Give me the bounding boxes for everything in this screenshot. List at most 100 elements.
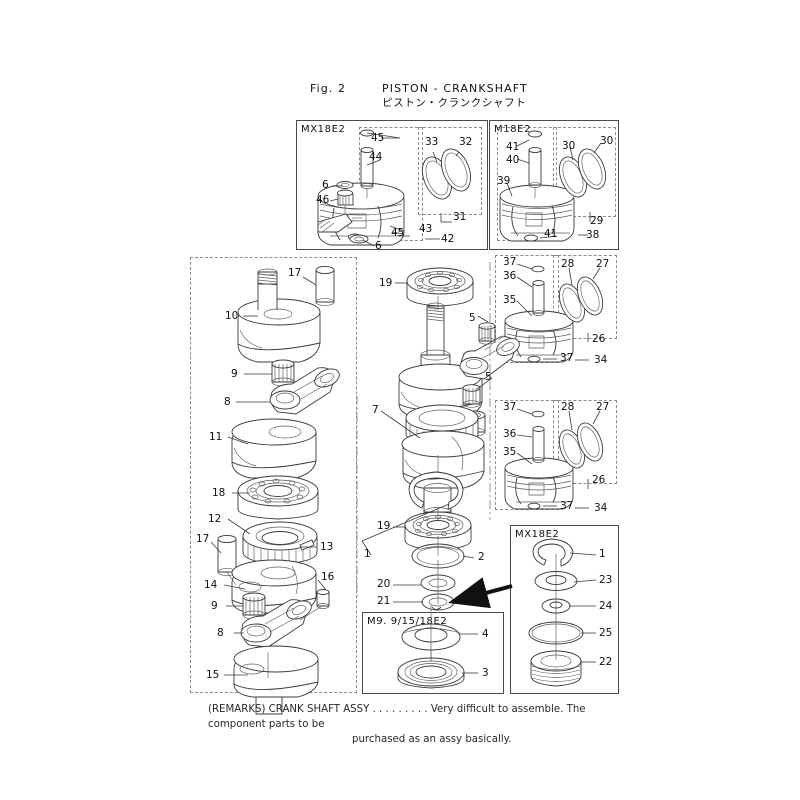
callout-8b: 8 <box>217 627 224 639</box>
panel-top-right <box>489 120 619 250</box>
callout-45: 45 <box>371 132 385 144</box>
ball-bearing-18 <box>237 475 319 520</box>
callout-10: 10 <box>225 310 239 322</box>
callout-7: 7 <box>372 404 379 416</box>
callout-6b: 6 <box>375 240 382 252</box>
dowel-17-upper <box>315 265 335 306</box>
assembly-piston-m18e2 <box>499 130 607 242</box>
callout-15: 15 <box>206 669 220 681</box>
ball-bearing-19-lower <box>404 511 472 551</box>
group-top-left-rings <box>418 127 482 215</box>
clip-37d-bottom <box>527 502 541 510</box>
reference-arrow <box>448 577 513 609</box>
needle-bearing-5-upper <box>478 322 496 345</box>
piston-rings-33-32 <box>421 148 472 200</box>
callout-35l: 35 <box>503 446 517 458</box>
needle-bearing-9-lower <box>242 592 266 620</box>
callout-5a: 5 <box>469 312 476 324</box>
callout-16: 16 <box>321 571 335 583</box>
callout-21: 21 <box>377 595 391 607</box>
callout-31: 31 <box>453 211 467 223</box>
callout-34l: 34 <box>594 502 608 514</box>
callout-41: 41 <box>506 141 520 153</box>
snap-ring-1-center <box>408 471 464 510</box>
callout-17a: 17 <box>288 267 302 279</box>
callout-27u: 27 <box>596 258 610 270</box>
remarks-block: (REMARKS) CRANK SHAFT ASSY . . . . . . .… <box>208 703 608 747</box>
callout-18: 18 <box>212 487 226 499</box>
callout-6a: 6 <box>322 179 329 191</box>
callout-27l: 27 <box>596 401 610 413</box>
bearing-stack-6-46 <box>317 181 369 244</box>
callout-19a: 19 <box>379 277 393 289</box>
figure-number: Fig. 2 <box>310 82 347 95</box>
assembly-piston-mid-upper <box>504 263 604 363</box>
assembly-bottom-right <box>528 538 597 687</box>
construction-line-diag <box>484 334 506 351</box>
group-mid-upper-rings <box>553 255 617 339</box>
callout-42: 42 <box>441 233 455 245</box>
callout-28l: 28 <box>561 401 575 413</box>
connecting-rod-8-lower <box>240 599 312 648</box>
seal-3 <box>397 657 465 689</box>
callout-3: 3 <box>482 667 489 679</box>
callout-37l2: 37 <box>560 500 574 512</box>
clip-41-top <box>528 130 542 138</box>
callout-1br: 1 <box>599 548 606 560</box>
callout-4: 4 <box>482 628 489 640</box>
callout-33: 33 <box>425 136 439 148</box>
callout-1c: 1 <box>364 548 371 560</box>
callout-12: 12 <box>208 513 222 525</box>
diagram-title-en: PISTON - CRANKSHAFT <box>382 82 528 95</box>
callout-11: 11 <box>209 431 223 443</box>
panel-bottom-right <box>510 525 619 694</box>
callout-28u: 28 <box>561 258 575 270</box>
group-mid-lower-pin <box>495 400 559 510</box>
callout-36l: 36 <box>503 428 517 440</box>
callout-13: 13 <box>320 541 334 553</box>
clip-37-top <box>531 265 545 273</box>
piston-rings-28b-27b <box>558 422 604 469</box>
callout-8a: 8 <box>224 396 231 408</box>
clip-37c-top <box>531 410 545 418</box>
callout-9a: 9 <box>231 368 238 380</box>
nut-22 <box>530 650 582 687</box>
wrist-pin-36 <box>532 280 545 316</box>
panel-label-bottom-right: MX18E2 <box>515 529 560 540</box>
ball-bearing-19-top <box>406 267 474 307</box>
snap-ring-1 <box>532 538 574 567</box>
callout-5b: 5 <box>485 371 492 383</box>
callout-37u: 37 <box>503 256 517 268</box>
remarks-line-1: (REMARKS) CRANK SHAFT ASSY . . . . . . .… <box>208 704 586 730</box>
callout-30a: 30 <box>562 140 576 152</box>
callout-23: 23 <box>599 574 613 586</box>
callout-37u2: 37 <box>560 352 574 364</box>
callout-20: 20 <box>377 578 391 590</box>
callout-25: 25 <box>599 627 613 639</box>
leaders-top-right <box>506 139 602 239</box>
leaders-top-left <box>329 132 460 247</box>
callout-38: 38 <box>586 229 600 241</box>
callout-26u: 26 <box>592 333 606 345</box>
callout-17b: 17 <box>196 533 210 545</box>
panel-label-top-left: MX18E2 <box>301 124 346 135</box>
callout-37l: 37 <box>503 401 517 413</box>
clip-41-bottom <box>524 234 538 242</box>
callout-44: 44 <box>369 151 383 163</box>
panel-top-left <box>296 120 488 250</box>
diagram-title-jp: ピストン・クランクシャフト <box>382 97 527 109</box>
callout-32: 32 <box>459 136 473 148</box>
panel-label-top-right: M18E2 <box>494 124 532 135</box>
callout-43: 43 <box>419 223 433 235</box>
wrist-pin-40 <box>528 146 542 198</box>
callout-34u: 34 <box>594 354 608 366</box>
callout-45b: 45 <box>391 227 405 239</box>
pin-13 <box>299 539 315 551</box>
callout-36u: 36 <box>503 270 517 282</box>
assembly-piston-mx18e2 <box>317 129 472 247</box>
callout-30b: 30 <box>600 135 614 147</box>
callout-35u: 35 <box>503 294 517 306</box>
callout-26l: 26 <box>592 474 606 486</box>
callout-29: 29 <box>590 215 604 227</box>
